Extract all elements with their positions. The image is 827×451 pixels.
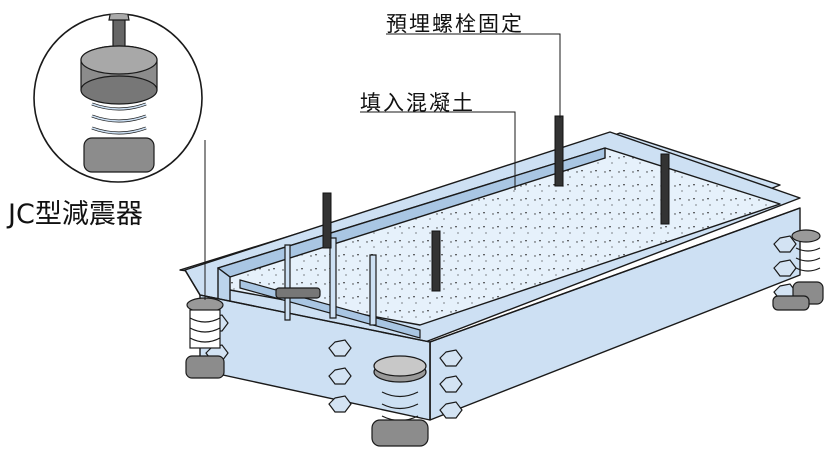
bolt-heads [205, 235, 797, 419]
leader-lines [204, 33, 561, 300]
isolator-zoom-callout [33, 13, 203, 183]
hex-bolt-head [328, 339, 352, 357]
isolator-front-center [371, 355, 429, 447]
anchor-bolt [660, 153, 670, 225]
steel-base-frame [179, 131, 801, 421]
anchor-bolt-leader [386, 33, 561, 118]
anchor-bolts [322, 115, 670, 292]
hex-bolt-head [773, 259, 797, 277]
internal-rebar [239, 237, 421, 339]
hex-bolt-head [439, 349, 463, 367]
isolator-right [772, 229, 824, 311]
hex-bolt-head [328, 395, 352, 413]
anchor-bolt [554, 115, 564, 187]
isolator-front-left [185, 297, 225, 379]
anchor-bolt [322, 192, 332, 249]
concrete-fill-label: 填入混凝土 [360, 91, 475, 115]
hex-bolt-head [439, 375, 463, 393]
concrete-leader [360, 111, 516, 190]
anchor-bolt [431, 230, 441, 292]
anchor-bolt-label: 預埋螺栓固定 [386, 12, 524, 36]
hex-bolt-head [328, 367, 352, 385]
hex-bolt-head [773, 235, 797, 253]
hex-bolt-head [439, 401, 463, 419]
isolator-name-label: JC型減震器 [8, 199, 143, 230]
